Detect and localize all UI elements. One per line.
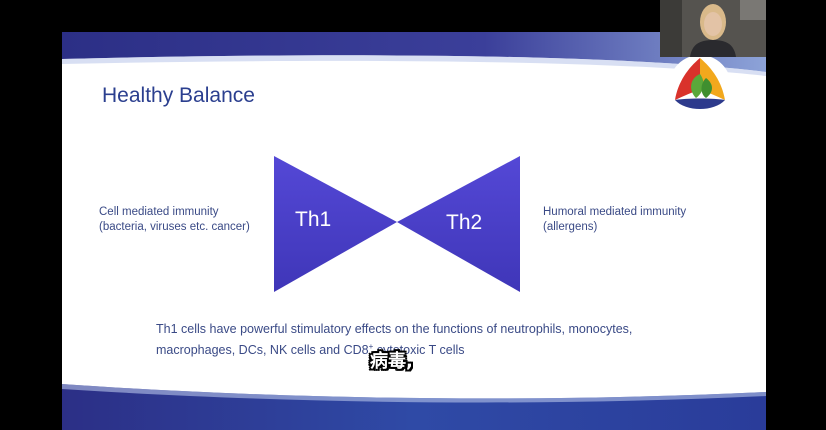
right-text-line-2: (allergens) xyxy=(543,221,598,233)
th2-label: Th2 xyxy=(446,211,483,234)
th1-triangle xyxy=(274,156,397,292)
presentation-slide: Healthy Balance Cell mediated immunity (… xyxy=(62,32,766,430)
left-text-line-1: Cell mediated immunity xyxy=(99,206,219,218)
humoral-mediated-immunity-text: Humoral mediated immunity (allergens) xyxy=(543,205,686,235)
video-subtitle: 病毒, xyxy=(370,351,413,372)
body-line-1: Th1 cells have powerful stimulatory effe… xyxy=(156,322,633,336)
th1-label: Th1 xyxy=(295,208,332,231)
th1-th2-balance-diagram xyxy=(274,156,520,292)
body-line-2: macrophages, DCs, NK cells and CD8+ cyto… xyxy=(156,338,632,359)
body-line-2-prefix: macrophages, DCs, NK cells and CD8 xyxy=(156,343,369,358)
th1-description-text: Th1 cells have powerful stimulatory effe… xyxy=(156,320,632,359)
cd8-superscript: + xyxy=(368,342,374,351)
cell-mediated-immunity-text: Cell mediated immunity (bacteria, viruse… xyxy=(99,205,250,235)
leaf-logo-icon xyxy=(669,55,731,117)
left-text-line-2: (bacteria, viruses etc. cancer) xyxy=(99,221,250,233)
presenter-webcam xyxy=(660,0,766,57)
slide-title: Healthy Balance xyxy=(102,84,255,107)
body-line-2-suffix: cytotoxic T cells xyxy=(373,343,465,358)
presenter-video xyxy=(660,0,766,57)
th2-triangle xyxy=(397,156,520,292)
right-text-line-1: Humoral mediated immunity xyxy=(543,206,687,218)
